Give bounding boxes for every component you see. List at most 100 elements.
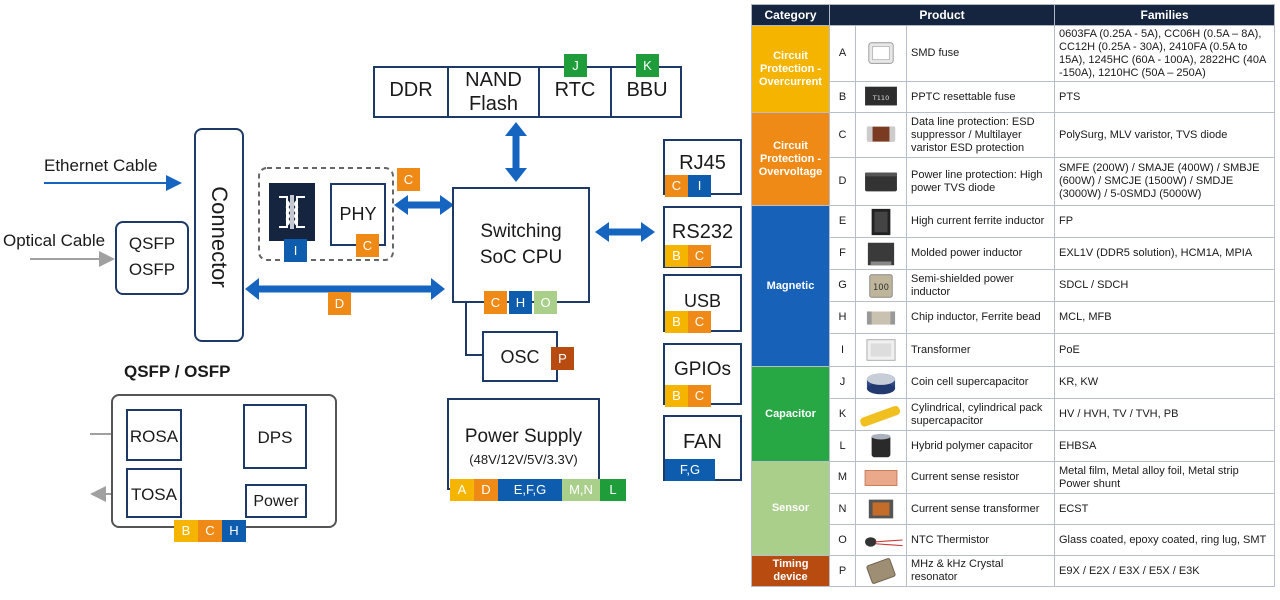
sense-transformer-icon <box>868 499 894 519</box>
power-supply-tags: A D E,F,G M,N L <box>450 479 626 501</box>
families-cell: PTS <box>1054 81 1275 113</box>
memory-row <box>373 66 682 118</box>
rs232-tag-b: B <box>665 245 688 267</box>
pptc-fuse-icon: T110 <box>865 86 897 106</box>
families-cell: MCL, MFB <box>1054 301 1275 334</box>
product-image-cell <box>855 398 907 431</box>
osc-tag: P <box>551 347 574 370</box>
product-image-cell: T110 <box>855 81 907 113</box>
rosa-box: ROSA <box>126 409 182 461</box>
soc-memory-arrow <box>505 122 527 182</box>
esd-suppressor-icon <box>866 126 896 142</box>
tvs-diode-icon <box>865 172 897 191</box>
product-cell: Chip inductor, Ferrite bead <box>906 301 1055 334</box>
ferrite-inductor-icon <box>871 208 891 235</box>
phy-soc-arrow <box>394 195 454 215</box>
fan-label: FAN <box>683 431 722 453</box>
cylindrical-supercap-icon <box>860 405 901 427</box>
families-cell: KR, KW <box>1054 366 1275 399</box>
product-image-cell <box>855 25 907 82</box>
bbu-label: BBU <box>626 79 668 101</box>
usb-tag-b: B <box>665 311 688 333</box>
nand-flash-label: NAND Flash <box>465 69 522 115</box>
product-image-cell <box>855 366 907 399</box>
letter-cell: M <box>829 461 856 494</box>
usb-label: USB <box>683 291 721 311</box>
soc-osc-line <box>465 302 482 356</box>
optical-cable-label: Optical Cable <box>3 231 106 250</box>
product-image-cell <box>855 493 907 525</box>
product-cell: PPTC resettable fuse <box>906 81 1055 113</box>
ps-tag-efg: E,F,G <box>498 479 562 501</box>
rs232-label: RS232 <box>671 221 734 243</box>
category-cell: Timing device <box>751 555 830 587</box>
qsfp-tags: B C H <box>174 520 246 542</box>
product-cell: Molded power inductor <box>906 237 1055 270</box>
families-cell: PoE <box>1054 333 1275 367</box>
families-cell: Glass coated, epoxy coated, ring lug, SM… <box>1054 524 1275 556</box>
letter-cell: K <box>829 398 856 431</box>
fan-tags: F,G <box>665 459 715 481</box>
connector-soc-tag: D <box>328 292 351 315</box>
category-cell: Circuit Protection - Overvoltage <box>751 112 830 206</box>
rs232-tag-c: C <box>688 245 711 267</box>
block-diagram: Ethernet Cable Optical Cable QSFP OSFP C… <box>3 54 742 542</box>
ddr-label: DDR <box>389 79 433 101</box>
rosa-label: ROSA <box>129 427 179 446</box>
qsfp-tag-h: H <box>222 520 246 542</box>
product-image-cell <box>855 524 907 556</box>
product-image-cell <box>855 555 907 587</box>
soc-tag-o: O <box>534 291 557 314</box>
crystal-resonator-icon <box>866 558 896 584</box>
connector-box: Connector <box>194 128 244 342</box>
letter-cell: F <box>829 237 856 270</box>
smd-fuse-icon <box>868 41 894 64</box>
svg-text:100: 100 <box>873 281 889 291</box>
families-cell: ECST <box>1054 493 1275 525</box>
product-image-cell <box>855 112 907 158</box>
dps-label: DPS <box>257 428 293 447</box>
category-cell: Sensor <box>751 461 830 556</box>
product-image-cell <box>855 301 907 334</box>
usb-tag-c: C <box>688 311 711 333</box>
molded-inductor-icon <box>867 242 895 265</box>
soc-tag-c: C <box>484 291 507 314</box>
component-table: Category Product Families Circuit Protec… <box>751 4 1275 587</box>
families-cell: E9X / E2X / E3X / E5X / E3K <box>1054 555 1275 587</box>
families-cell: SMFE (200W) / SMAJE (400W) / SMBJE (600W… <box>1054 157 1275 206</box>
ethernet-cable-label: Ethernet Cable <box>44 156 158 175</box>
category-cell: Circuit Protection - Overcurrent <box>751 25 830 113</box>
phy-group-tag: C <box>397 168 420 191</box>
rj45-tags: C I <box>665 175 711 197</box>
letter-cell: P <box>829 555 856 587</box>
families-cell: Metal film, Metal alloy foil, Metal stri… <box>1054 461 1275 494</box>
families-cell: 0603FA (0.25A - 5A), CC06H (0.5A – 8A), … <box>1054 25 1275 82</box>
letter-cell: I <box>829 333 856 367</box>
product-cell: Transformer <box>906 333 1055 367</box>
qsfp-label: QSFP <box>128 234 176 253</box>
product-cell: NTC Thermistor <box>906 524 1055 556</box>
letter-cell: A <box>829 25 856 82</box>
tosa-label: TOSA <box>131 485 177 504</box>
ps-tag-l: L <box>600 479 626 501</box>
product-image-cell <box>855 205 907 238</box>
power-supply-box: Power Supply (48V/12V/5V/3.3V) <box>447 398 600 490</box>
product-image-cell <box>855 237 907 270</box>
rs232-tags: B C <box>665 245 711 267</box>
category-cell: Capacitor <box>751 366 830 462</box>
power-supply-label: Power Supply <box>464 426 583 447</box>
letter-cell: J <box>829 366 856 399</box>
connector-soc-arrow <box>245 278 445 300</box>
rj45-tag-i: I <box>688 175 711 197</box>
product-cell: Semi-shielded power inductor <box>906 269 1055 302</box>
product-cell: Current sense transformer <box>906 493 1055 525</box>
connector-label: Connector <box>207 186 232 288</box>
